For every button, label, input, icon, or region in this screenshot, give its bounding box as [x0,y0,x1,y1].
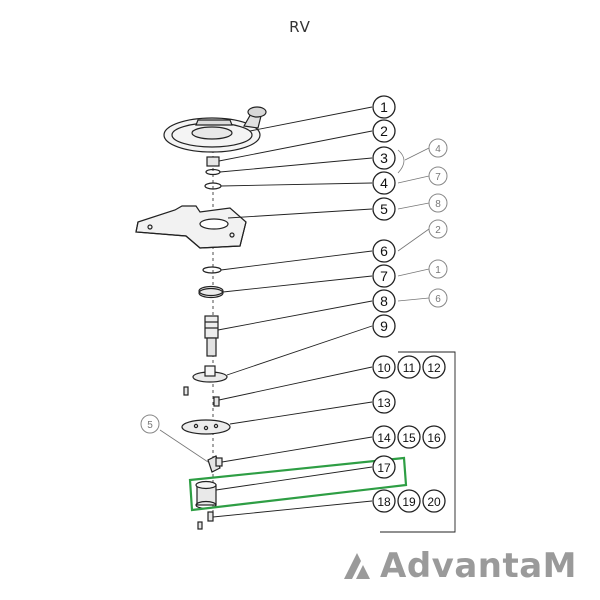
callout-3: 3 [372,146,396,170]
side-ref-label: 8 [435,199,441,210]
leader-2 [218,130,373,162]
callout-20: 20 [422,489,446,513]
callout-label: 8 [380,293,388,309]
nut-part [206,156,220,167]
leader-18 [212,500,373,518]
callout-label: 14 [377,431,391,445]
side-ref-label: 5 [147,420,153,431]
callout-14: 14 [372,425,396,449]
shaft-part [204,315,219,357]
leader-17 [215,466,373,491]
callout-4: 4 [372,171,396,195]
leader-9 [226,325,373,376]
callout-10: 10 [372,355,396,379]
callout-label: 4 [380,175,388,191]
flange-part [192,365,228,383]
callout-label: 7 [380,268,388,284]
screws-part-10 [183,386,220,407]
leader-10 [218,366,373,401]
side-ref-4: 4 [428,138,448,158]
side-ref-label: 2 [435,225,441,236]
callout-label: 13 [377,396,391,410]
callout-label: 1 [380,99,388,115]
callout-11: 11 [397,355,421,379]
potentiometer-part [195,480,217,510]
callout-label: 12 [427,361,441,375]
handwheel-part [163,106,267,153]
highlight-box [188,456,408,512]
callout-15: 15 [397,425,421,449]
callout-7: 7 [372,264,396,288]
group-frame [380,351,456,533]
leader-6 [220,250,373,271]
diagram-title: RV [289,18,311,36]
leader-8 [217,300,373,331]
brand-name: AdvantaM [380,546,577,586]
disc-part [181,419,231,435]
screws-part-18 [197,511,214,530]
callout-9: 9 [372,314,396,338]
callout-label: 5 [380,201,388,217]
side-ref-label: 4 [435,144,441,155]
leader-7 [222,275,373,293]
side-ref-1: 1 [428,259,448,279]
callout-label: 19 [402,495,416,509]
bearing-part [198,285,224,299]
callout-17: 17 [372,455,396,479]
leader-5 [227,208,373,219]
callout-label: 16 [427,431,441,445]
callout-13: 13 [372,390,396,414]
side-ref-5: 5 [140,414,160,434]
callout-8: 8 [372,289,396,313]
callout-label: 15 [402,431,416,445]
callout-label: 18 [377,495,391,509]
clamp-part [207,455,223,473]
bracket-3-4 [397,149,405,174]
side-ref-6: 6 [428,288,448,308]
side-ref-label: 1 [435,265,441,276]
side-ref-7: 7 [428,166,448,186]
callout-1: 1 [372,95,396,119]
callout-18: 18 [372,489,396,513]
advantam-logo-icon [344,553,370,579]
callout-label: 3 [380,150,388,166]
side-ref-2: 2 [428,219,448,239]
callout-label: 2 [380,123,388,139]
callout-label: 10 [377,361,391,375]
leader-14 [221,436,373,463]
brand-logo: AdvantaM [340,546,577,586]
callout-5: 5 [372,197,396,221]
side-ref-label: 6 [435,294,441,305]
callout-label: 17 [377,461,391,475]
callout-2: 2 [372,119,396,143]
callout-19: 19 [397,489,421,513]
leader-4 [220,182,373,187]
callout-12: 12 [422,355,446,379]
side-ref-label: 7 [435,172,441,183]
leader-3 [219,157,373,173]
side-ref-8: 8 [428,193,448,213]
side-reference-group: 4 7 8 2 1 6 5 [140,138,448,434]
callout-label: 11 [403,361,416,375]
leader-13 [229,401,373,425]
bracket-plate-part [135,205,247,249]
callout-6: 6 [372,239,396,263]
callout-label: 6 [380,243,388,259]
callout-label: 9 [380,318,388,334]
leader-1 [249,106,373,132]
callout-label: 20 [427,495,441,509]
circlip-part [202,266,222,274]
callout-16: 16 [422,425,446,449]
